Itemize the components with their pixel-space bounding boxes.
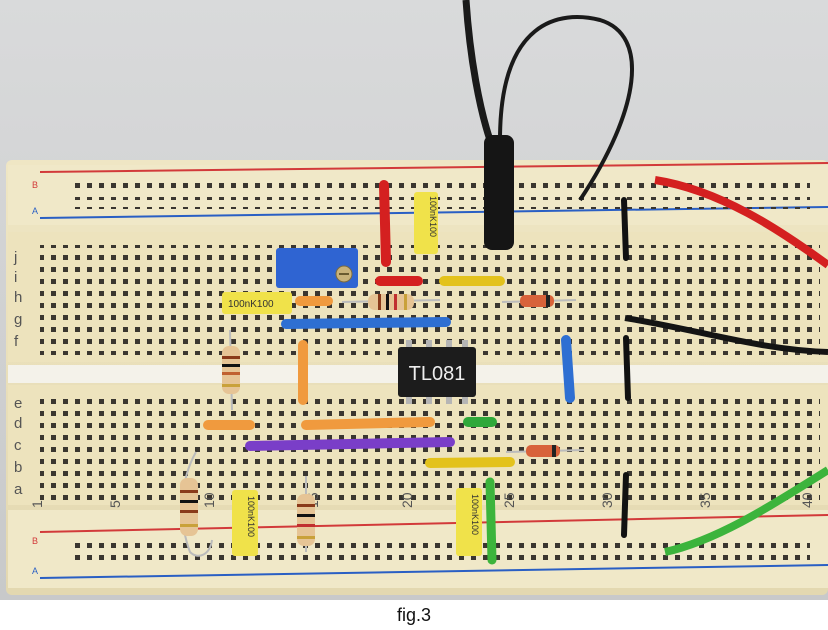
row-letter: a [14, 481, 23, 498]
black-ground-wire [624, 315, 828, 355]
row-letter: g [14, 311, 22, 328]
row-letter: f [14, 333, 19, 350]
row-letter: d [14, 415, 22, 432]
figure-caption: fig.3 [396, 605, 432, 625]
diode-bottom [505, 445, 585, 457]
rail-letter-b: B [32, 180, 38, 190]
trimmer-potentiometer [276, 248, 358, 288]
jumper-green-vertical [485, 477, 497, 565]
capacitor-label: 100nK100 [428, 196, 438, 237]
jumper-black-bottom [621, 472, 629, 538]
capacitor-label: 100nK100 [470, 494, 480, 535]
probe-cable [462, 0, 635, 250]
row-letter: h [14, 289, 22, 306]
row-letter: c [14, 437, 22, 454]
row-letter: i [14, 269, 17, 286]
resistor-horizontal [341, 294, 441, 310]
column-number: 5 [107, 500, 123, 508]
resistor-vertical-left [222, 329, 240, 411]
jumper-blue-long [281, 317, 451, 329]
jumper-yellow-bottom [425, 457, 515, 468]
bottom-power-rail: B A [8, 510, 828, 588]
capacitor-bottom-left: 100nK100 [232, 490, 258, 556]
capacitor-left: 100nK100 [222, 292, 292, 314]
jumper-orange-bottom [301, 417, 435, 430]
capacitor-top: 100nK100 [414, 192, 438, 254]
capacitor-label: 100nK100 [246, 496, 256, 537]
resistor-bottom-1 [180, 451, 213, 557]
jumper-purple [245, 437, 455, 451]
rail-letter-b-bottom: B [32, 536, 38, 546]
capacitor-bottom-right: 100nK100 [456, 488, 482, 556]
column-number: 10 [201, 492, 217, 508]
column-number: 40 [799, 492, 815, 508]
column-number: 35 [697, 492, 713, 508]
jumper-black-top [621, 197, 629, 261]
resistor-bottom-2 [297, 476, 315, 552]
row-letter: j [13, 249, 17, 266]
row-letter: e [14, 395, 22, 412]
rail-letter-a: A [32, 206, 38, 216]
green-wire [664, 466, 828, 556]
breadboard-photo: B A B A j i h g f e d c b a 1 5 10 [0, 0, 828, 600]
capacitor-label: 100nK100 [228, 299, 274, 310]
column-number: 30 [599, 492, 615, 508]
column-number: 20 [399, 492, 415, 508]
row-letters: j i h g f e d c b a [13, 249, 23, 498]
red-supply-wire [654, 176, 828, 269]
diode-top [501, 295, 577, 307]
jumper-black-middle [623, 335, 631, 401]
jumper-blue-vertical [561, 335, 575, 403]
tl081-chip: TL081 [398, 340, 476, 404]
row-letter: b [14, 459, 22, 476]
ic-label: TL081 [409, 363, 466, 385]
jumper-red-vertical [379, 180, 391, 267]
rail-letter-a-bottom: A [32, 566, 38, 576]
column-number: 1 [29, 500, 45, 508]
column-number: 25 [501, 492, 517, 508]
